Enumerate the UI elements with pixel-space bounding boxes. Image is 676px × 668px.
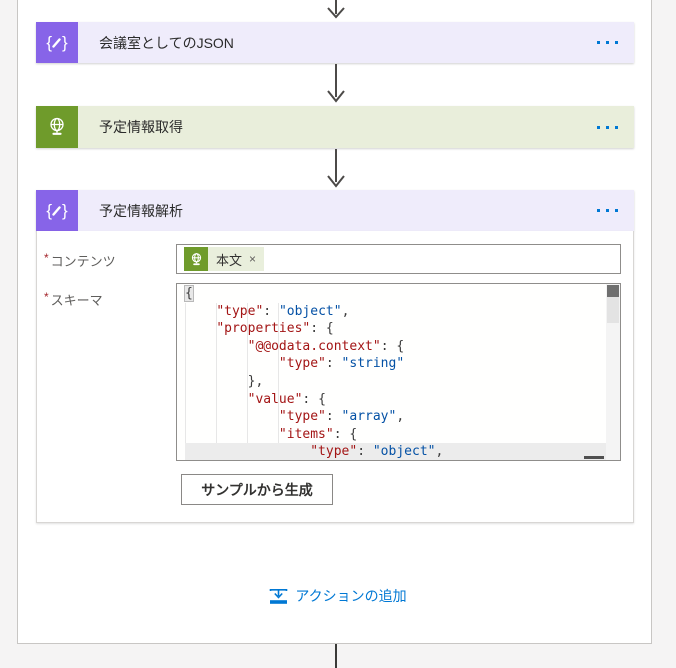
more-options-icon[interactable] <box>595 120 620 135</box>
connector-arrow-top <box>327 0 345 19</box>
generate-from-sample-button[interactable]: サンプルから生成 <box>181 474 333 505</box>
card-title: 予定情報取得 <box>99 119 183 135</box>
content-input[interactable]: 本文 × <box>176 244 621 274</box>
braces-pencil-icon: {} <box>36 190 78 231</box>
action-card-http-get[interactable]: 予定情報取得 <box>36 106 634 148</box>
schema-code-editor[interactable]: { "type": "object", "properties": { "@@o… <box>176 283 621 461</box>
add-action-label: アクションの追加 <box>295 588 407 604</box>
editor-vertical-scrollbar[interactable] <box>606 284 620 460</box>
more-options-icon[interactable] <box>595 35 620 50</box>
schema-field-label: *スキーマ <box>44 290 103 308</box>
globe-http-icon <box>184 247 208 271</box>
dynamic-token-body[interactable]: 本文 × <box>184 247 265 271</box>
add-action-icon[interactable] <box>269 587 288 606</box>
connector-line-bottom <box>335 644 337 668</box>
card-title: 会議室としてのJSON <box>99 34 234 51</box>
action-card-compose-json[interactable]: {} 会議室としてのJSON <box>36 22 634 63</box>
more-options-icon[interactable] <box>595 203 620 218</box>
globe-http-icon <box>36 106 78 148</box>
connector-arrow <box>327 149 345 188</box>
add-action-button[interactable]: アクションの追加 <box>0 586 676 606</box>
schema-code[interactable]: { "type": "object", "properties": { "@@o… <box>177 284 612 460</box>
content-field-label: *コンテンツ <box>44 251 116 269</box>
connector-arrow <box>327 64 345 103</box>
action-card-parse-json-header[interactable]: {} 予定情報解析 <box>36 190 634 231</box>
card-title: 予定情報解析 <box>99 202 183 219</box>
token-label: 本文 <box>216 252 243 268</box>
braces-pencil-icon: {} <box>36 22 78 63</box>
token-remove-icon[interactable]: × <box>249 252 257 266</box>
editor-horizontal-scrollbar[interactable] <box>584 456 604 459</box>
